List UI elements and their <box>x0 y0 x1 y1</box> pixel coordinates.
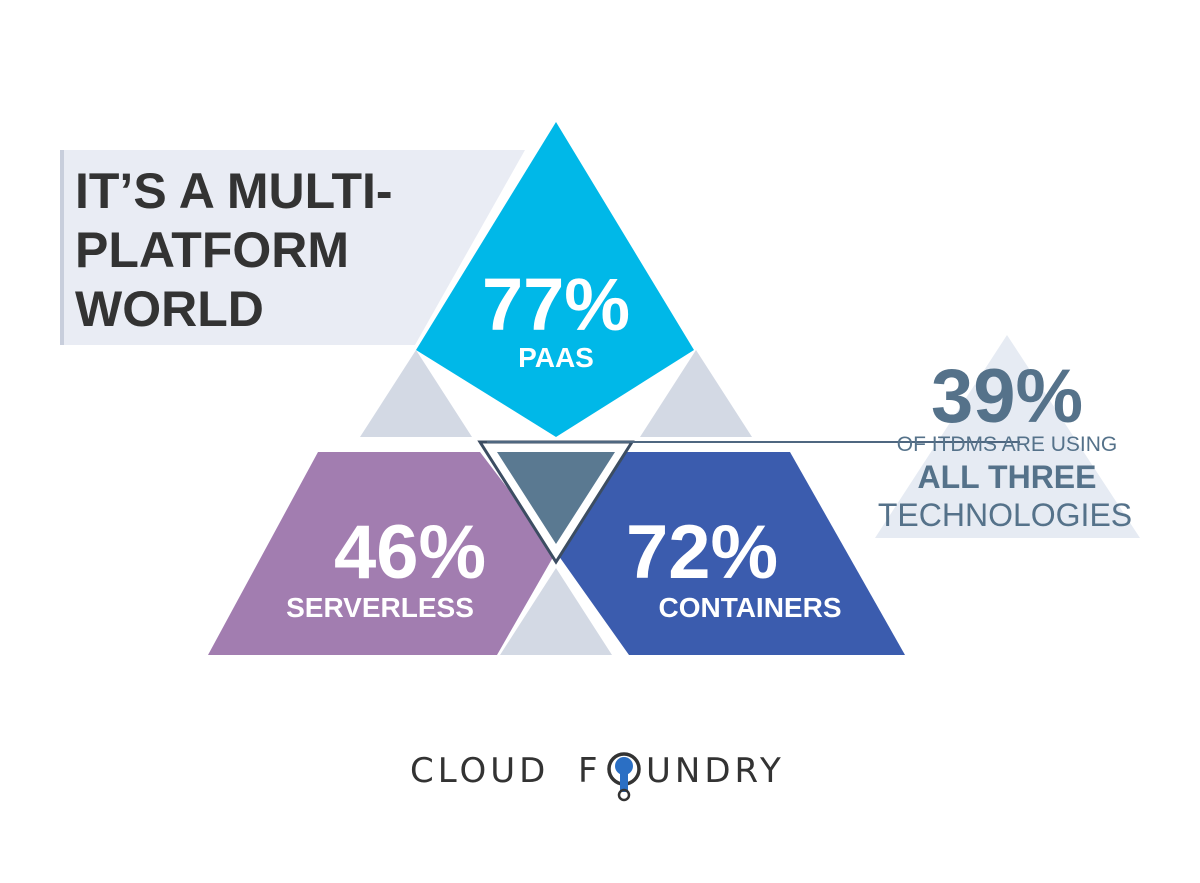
overlap-line-3: TECHNOLOGIES <box>878 497 1132 533</box>
headline-line-1: IT’S A MULTI- <box>75 163 393 219</box>
headline-line-2: PLATFORM <box>75 222 349 278</box>
foundry-o-icon <box>607 752 641 802</box>
filler-triangle-left <box>360 350 472 437</box>
headline-accent-bar <box>60 150 64 345</box>
paas-value: 77% <box>482 263 630 346</box>
logo-text-undry: UNDRY <box>646 751 785 791</box>
overlap-line-1: OF ITDMS ARE USING <box>897 433 1118 456</box>
headline-line-3: WORLD <box>75 281 264 337</box>
cloud-foundry-logo: CLOUD F UNDRY <box>410 751 785 802</box>
overlap-line-2: ALL THREE <box>918 459 1097 495</box>
filler-triangle-bottom <box>500 568 612 655</box>
containers-label: CONTAINERS <box>658 592 841 623</box>
serverless-segment <box>208 452 556 655</box>
serverless-label: SERVERLESS <box>286 592 474 623</box>
paas-segment <box>416 122 694 437</box>
logo-text-cloud: CLOUD <box>410 751 549 791</box>
containers-value: 72% <box>626 510 778 595</box>
headline-panel <box>60 150 525 345</box>
callout-triangle <box>875 335 1140 538</box>
containers-segment <box>556 452 905 655</box>
filler-triangle-right <box>640 350 752 437</box>
overlap-value: 39% <box>931 354 1083 439</box>
logo-text-f: F <box>578 751 602 791</box>
serverless-value: 46% <box>334 510 486 595</box>
paas-label: PAAS <box>518 342 594 373</box>
overlap-triangle <box>497 452 615 544</box>
